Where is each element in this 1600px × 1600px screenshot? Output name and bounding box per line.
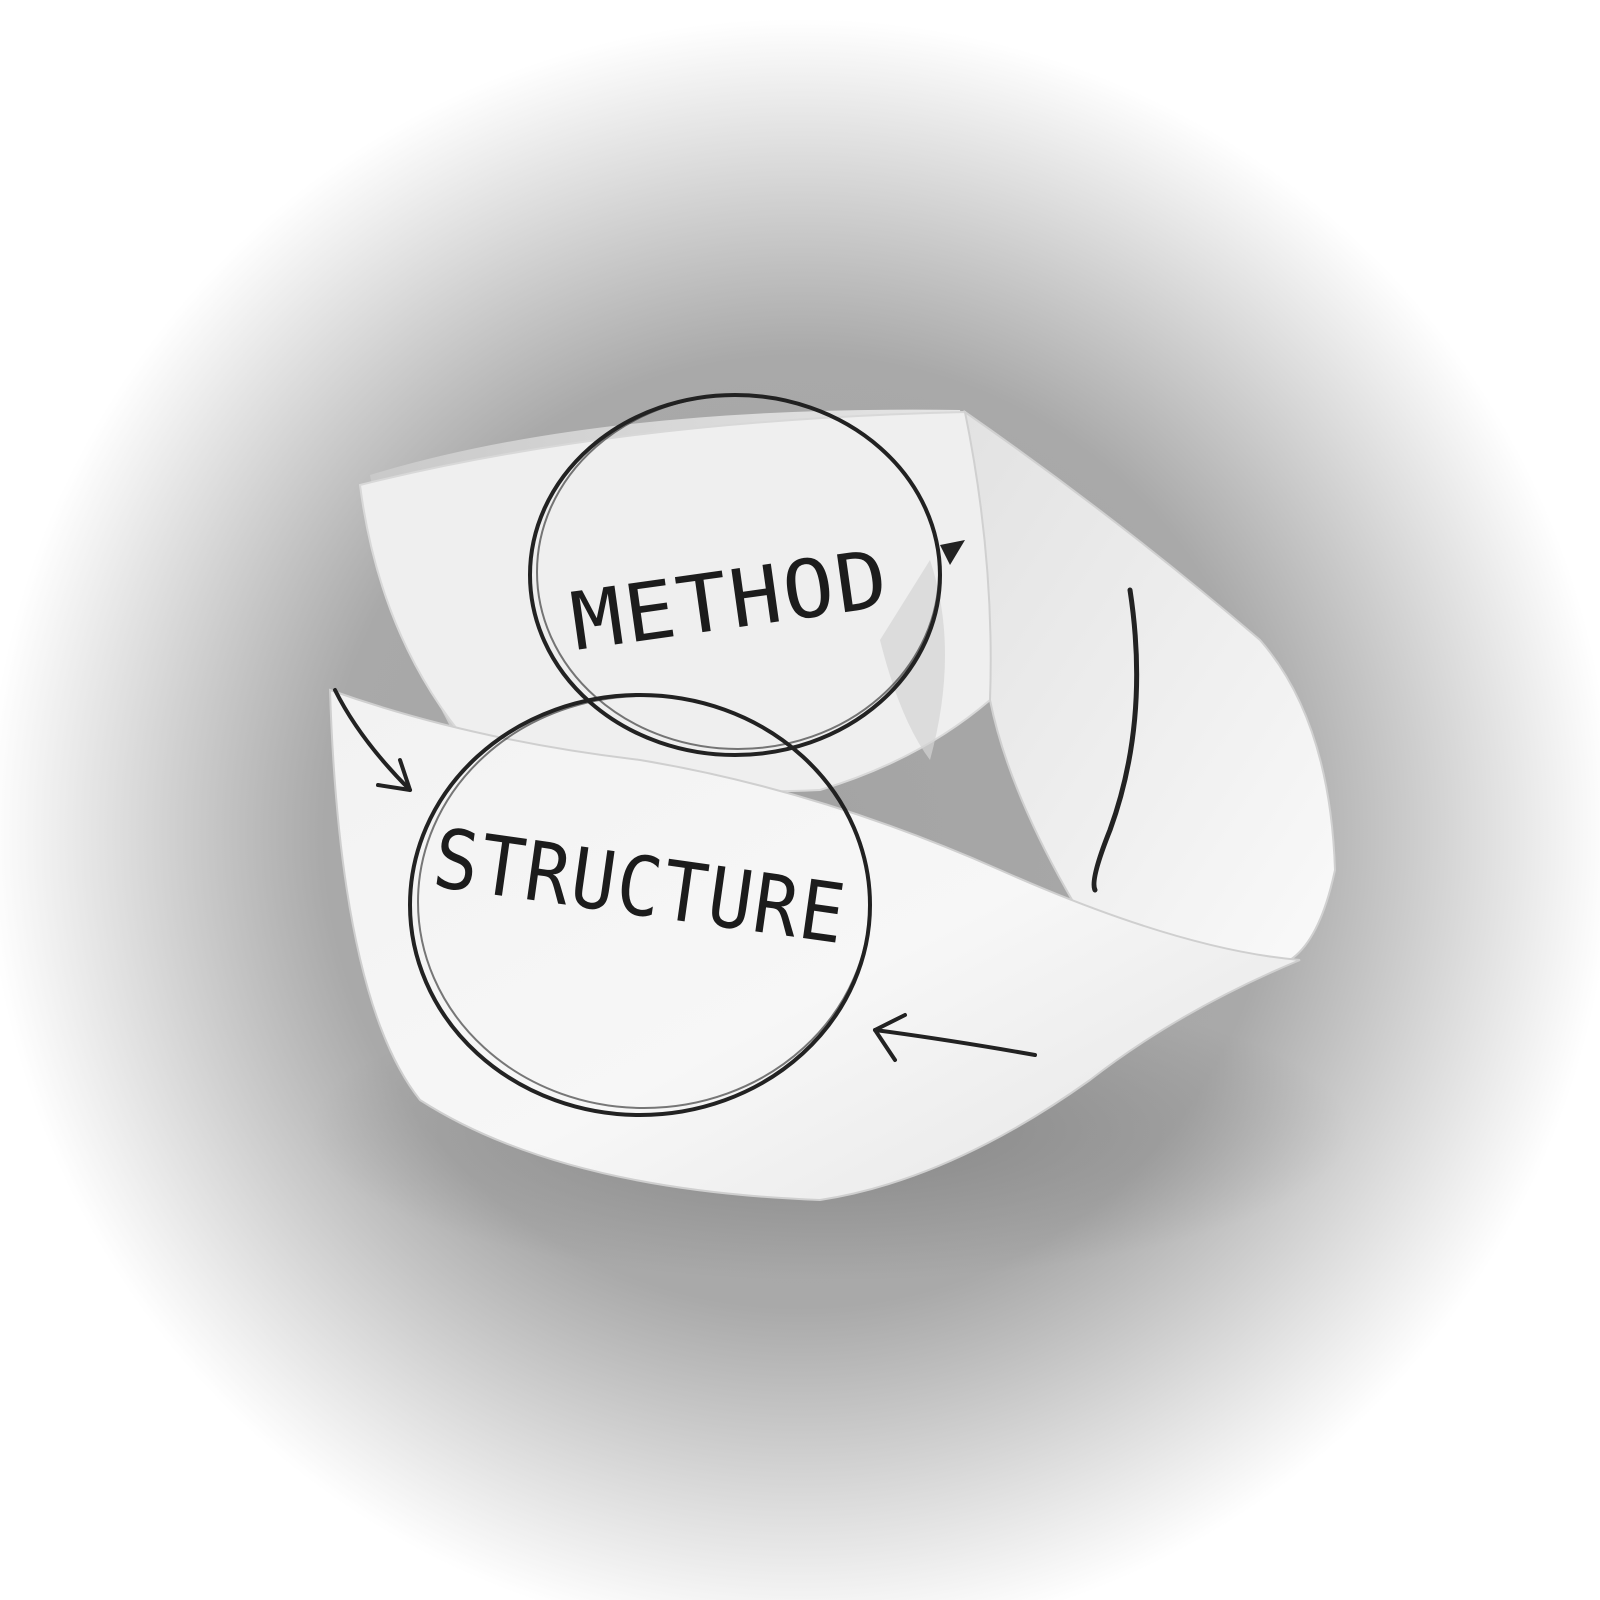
arrow-method-icon xyxy=(940,540,965,565)
method-circle xyxy=(528,393,942,757)
strip-top-band xyxy=(358,410,994,793)
arrow-right-icon xyxy=(873,1013,1037,1062)
structure-circle xyxy=(408,693,872,1117)
arrow-left-icon xyxy=(333,688,412,792)
strip-front-band xyxy=(328,688,1301,1202)
connector-line xyxy=(1091,587,1140,893)
